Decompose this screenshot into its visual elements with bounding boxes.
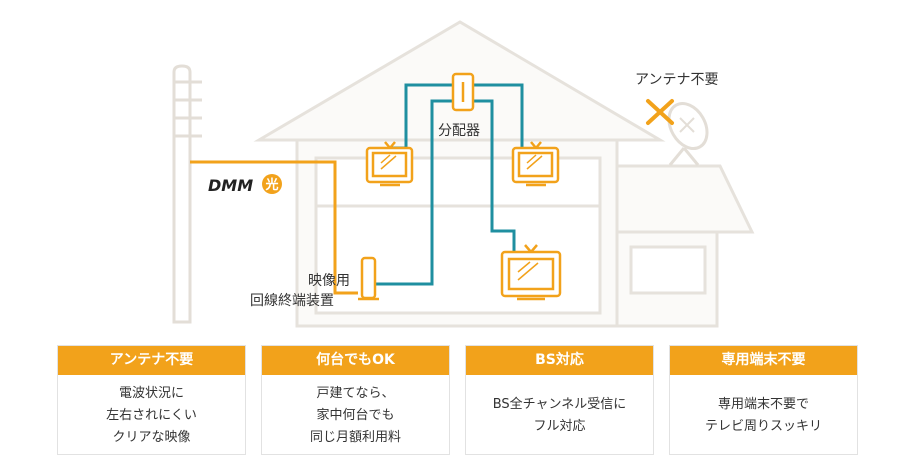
card-line: 家中何台でも: [316, 408, 395, 423]
fiber-cable: [190, 160, 358, 295]
ont-device-icon: [358, 256, 379, 301]
satellite-dish-icon: [667, 102, 709, 166]
dmm-hikari-logo: DMM 光: [208, 174, 288, 196]
utility-pole: [172, 64, 202, 324]
card-line: 電波状況に: [118, 386, 184, 401]
svg-text:光: 光: [264, 177, 278, 193]
card-title: 何台でもOK: [262, 346, 449, 375]
feature-cards: アンテナ不要 電波状況に 左右されにくい クリアな映像 何台でもOK 戸建てなら…: [57, 345, 859, 457]
card-line: BS全チャンネル受信に: [492, 397, 627, 412]
feature-card: アンテナ不要 電波状況に 左右されにくい クリアな映像: [57, 345, 246, 455]
ont-label-line2: 回線終端装置: [250, 293, 334, 309]
card-title: BS対応: [466, 346, 653, 375]
splitter-label: 分配器: [438, 123, 480, 139]
splitter-icon: [451, 72, 475, 112]
card-body: 電波状況に 左右されにくい クリアな映像: [58, 375, 245, 449]
tv-icon: [500, 244, 562, 301]
card-title: アンテナ不要: [58, 346, 245, 375]
card-line: 左右されにくい: [106, 408, 197, 423]
ont-label-line1: 映像用: [308, 273, 350, 289]
card-line: クリアな映像: [112, 430, 191, 445]
svg-text:DMM: DMM: [208, 176, 253, 195]
card-line: 専用端末不要で: [717, 397, 809, 412]
feature-card: 専用端末不要 専用端末不要で テレビ周りスッキリ: [669, 345, 858, 455]
house-diagram: [172, 20, 755, 328]
card-title: 専用端末不要: [670, 346, 857, 375]
antenna-unneeded-label: アンテナ不要: [635, 72, 719, 88]
tv-icon: [511, 141, 560, 187]
card-line: 同じ月額利用料: [309, 430, 401, 445]
feature-card: BS対応 BS全チャンネル受信に フル対応: [465, 345, 654, 455]
tv-icon: [365, 141, 414, 187]
annex-outline: [615, 164, 755, 328]
card-body: BS全チャンネル受信に フル対応: [466, 375, 653, 438]
card-body: 戸建てなら、 家中何台でも 同じ月額利用料: [262, 375, 449, 449]
card-line: 戸建てなら、: [316, 386, 395, 401]
cross-icon: [646, 99, 674, 125]
card-line: フル対応: [533, 419, 586, 434]
card-body: 専用端末不要で テレビ周りスッキリ: [670, 375, 857, 438]
feature-card: 何台でもOK 戸建てなら、 家中何台でも 同じ月額利用料: [261, 345, 450, 455]
card-line: テレビ周りスッキリ: [704, 419, 822, 434]
